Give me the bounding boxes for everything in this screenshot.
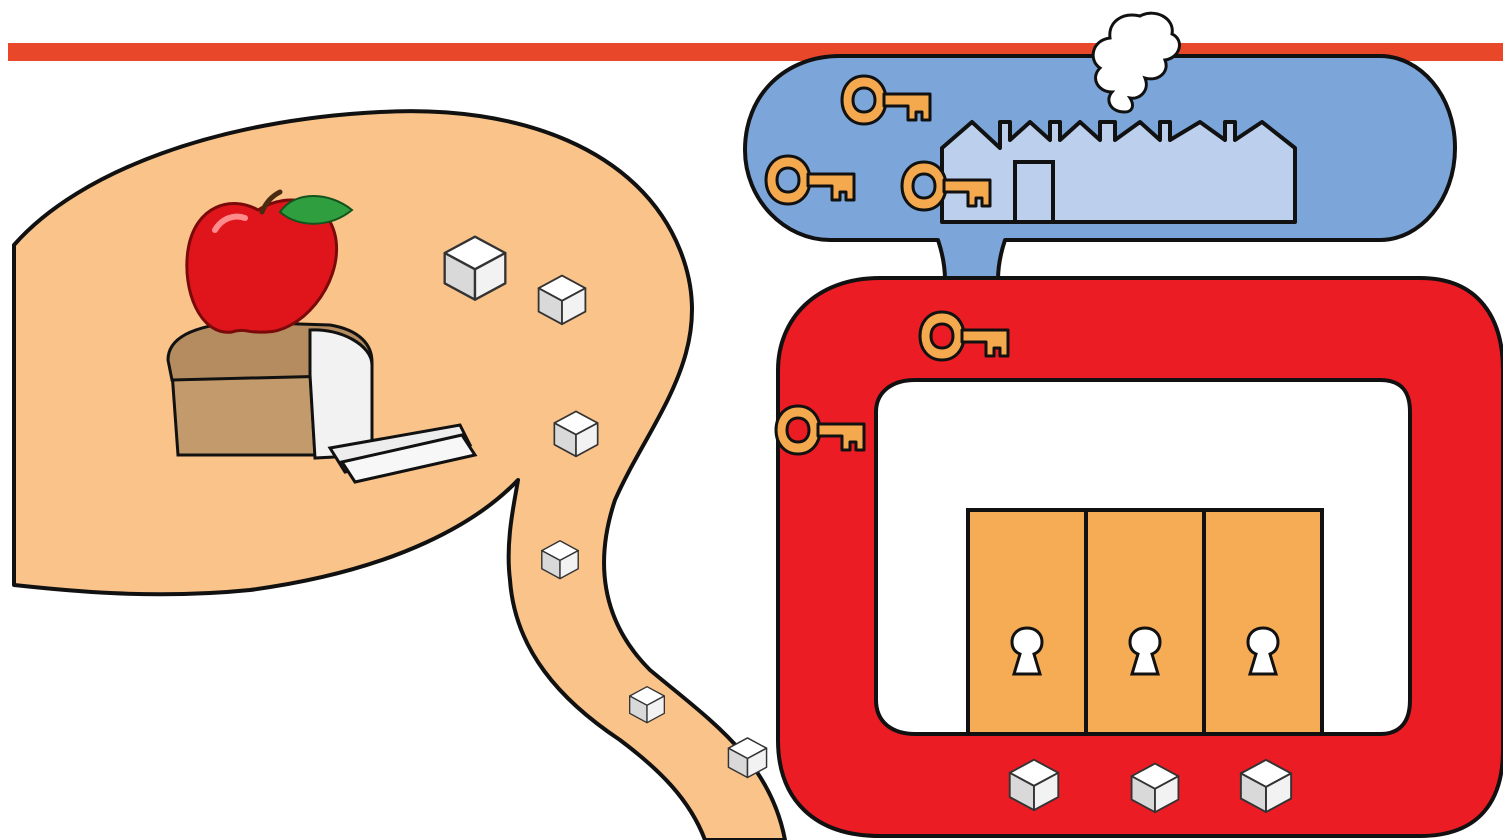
factory-icon xyxy=(940,11,1297,224)
food-region xyxy=(12,109,787,840)
keyhole-door-icon xyxy=(1202,508,1324,736)
keyhole-door-icon xyxy=(1084,508,1206,736)
bread-loaf-icon xyxy=(166,320,478,484)
receptor-doors xyxy=(966,508,1324,736)
apple-icon xyxy=(185,189,354,334)
keyhole-door-icon xyxy=(966,508,1088,736)
smoke-cloud-icon xyxy=(1091,11,1181,114)
